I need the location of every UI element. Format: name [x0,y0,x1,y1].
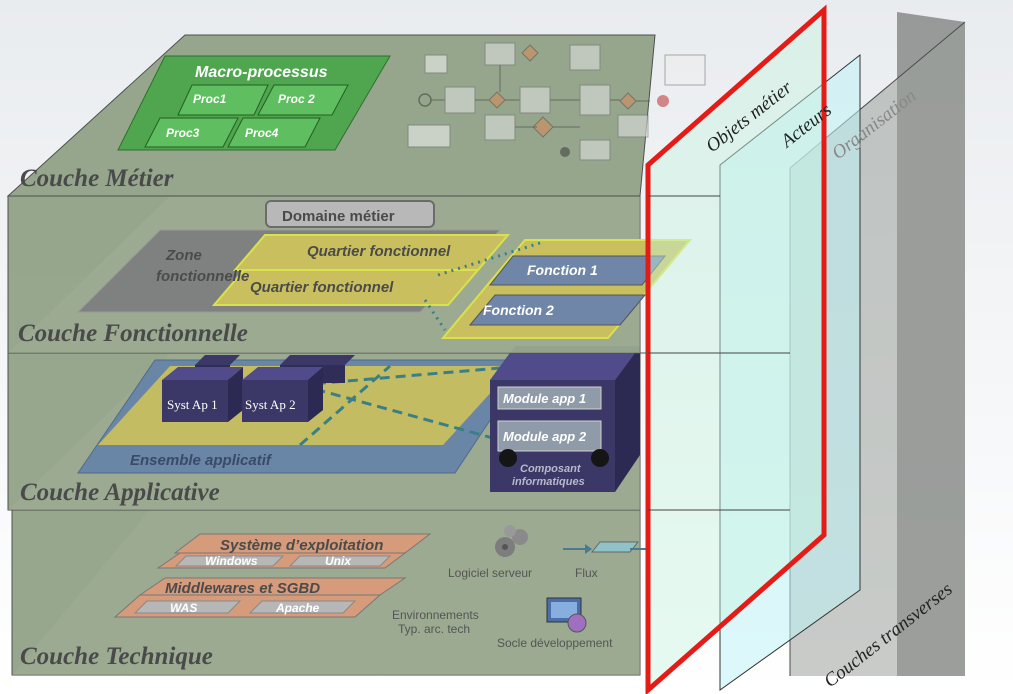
logiciel-serveur-label: Logiciel serveur [448,566,532,580]
proc2-label: Proc 2 [278,92,315,106]
proc1-label: Proc1 [193,92,227,106]
module-app-2-box [497,420,602,452]
fonction-2-box [468,294,647,326]
objets-metier-plane [640,4,827,694]
composant-box [490,346,640,492]
composant-label-line1: Composant [520,463,582,475]
zone-label-line2: fonctionnelle [156,268,249,285]
proc2-box [257,84,349,116]
windows-label: Windows [205,554,258,568]
module-app-1-box [497,386,602,410]
couche-applicative-title: Couche Applicative [20,479,220,506]
middlewares-label: Middlewares et SGBD [165,580,320,597]
module-app-1-label: Module app 1 [503,391,586,406]
flux-label: Flux [575,566,598,580]
systeme-exploitation-label: Système d’exploitation [220,537,383,554]
layer-technique [11,509,648,676]
couche-technique-title: Couche Technique [20,643,213,670]
quartier-fonctionnel-1-label: Quartier fonctionnel [307,243,451,260]
syst-ap-2-label: Syst Ap 2 [245,397,296,412]
flux-icon [563,541,648,554]
fonction-2-label: Fonction 2 [483,302,554,318]
layer-fonctionnelle [7,195,693,354]
unix-label: Unix [325,554,352,568]
proc3-box [144,117,239,148]
quartier-fonctionnel-2-label: Quartier fonctionnel [250,279,394,296]
fonction-1-label: Fonction 1 [527,262,598,278]
syst-ap-1-label: Syst Ap 1 [167,397,218,412]
zone-label-line1: Zone [165,247,202,264]
socle-developpement-label: Socle développement [497,636,613,650]
domaine-metier-label: Domaine métier [282,208,395,225]
macro-processus-label: Macro-processus [195,64,328,81]
ensemble-applicatif-label: Ensemble applicatif [130,452,273,469]
bpmn-flow-icon [407,42,706,161]
proc3-label: Proc3 [166,126,200,140]
environnements-label-line2: Typ. arc. tech [398,622,470,636]
couche-metier-title: Couche Métier [20,165,174,192]
syst-ap-1-box [162,367,243,422]
module-app-2-label: Module app 2 [503,429,587,444]
layer-metier [6,34,706,197]
fonction-1-box [488,255,667,286]
quartier-fonctionnel-2 [211,269,481,306]
environnements-label-line1: Environnements [392,608,479,622]
syst-ap-2-box [242,367,323,422]
apache-label: Apache [275,601,320,615]
computer-icon [546,597,587,633]
proc4-label: Proc4 [245,126,279,140]
layer-applicative [7,346,641,511]
couche-fonctionnelle-title: Couche Fonctionnelle [18,320,248,347]
proc4-box [227,117,321,148]
composant-label-line2: informatiques [512,476,585,488]
was-label: WAS [170,601,197,615]
proc1-box [177,84,269,116]
gears-icon [495,525,528,557]
domaine-metier-box [265,200,435,228]
